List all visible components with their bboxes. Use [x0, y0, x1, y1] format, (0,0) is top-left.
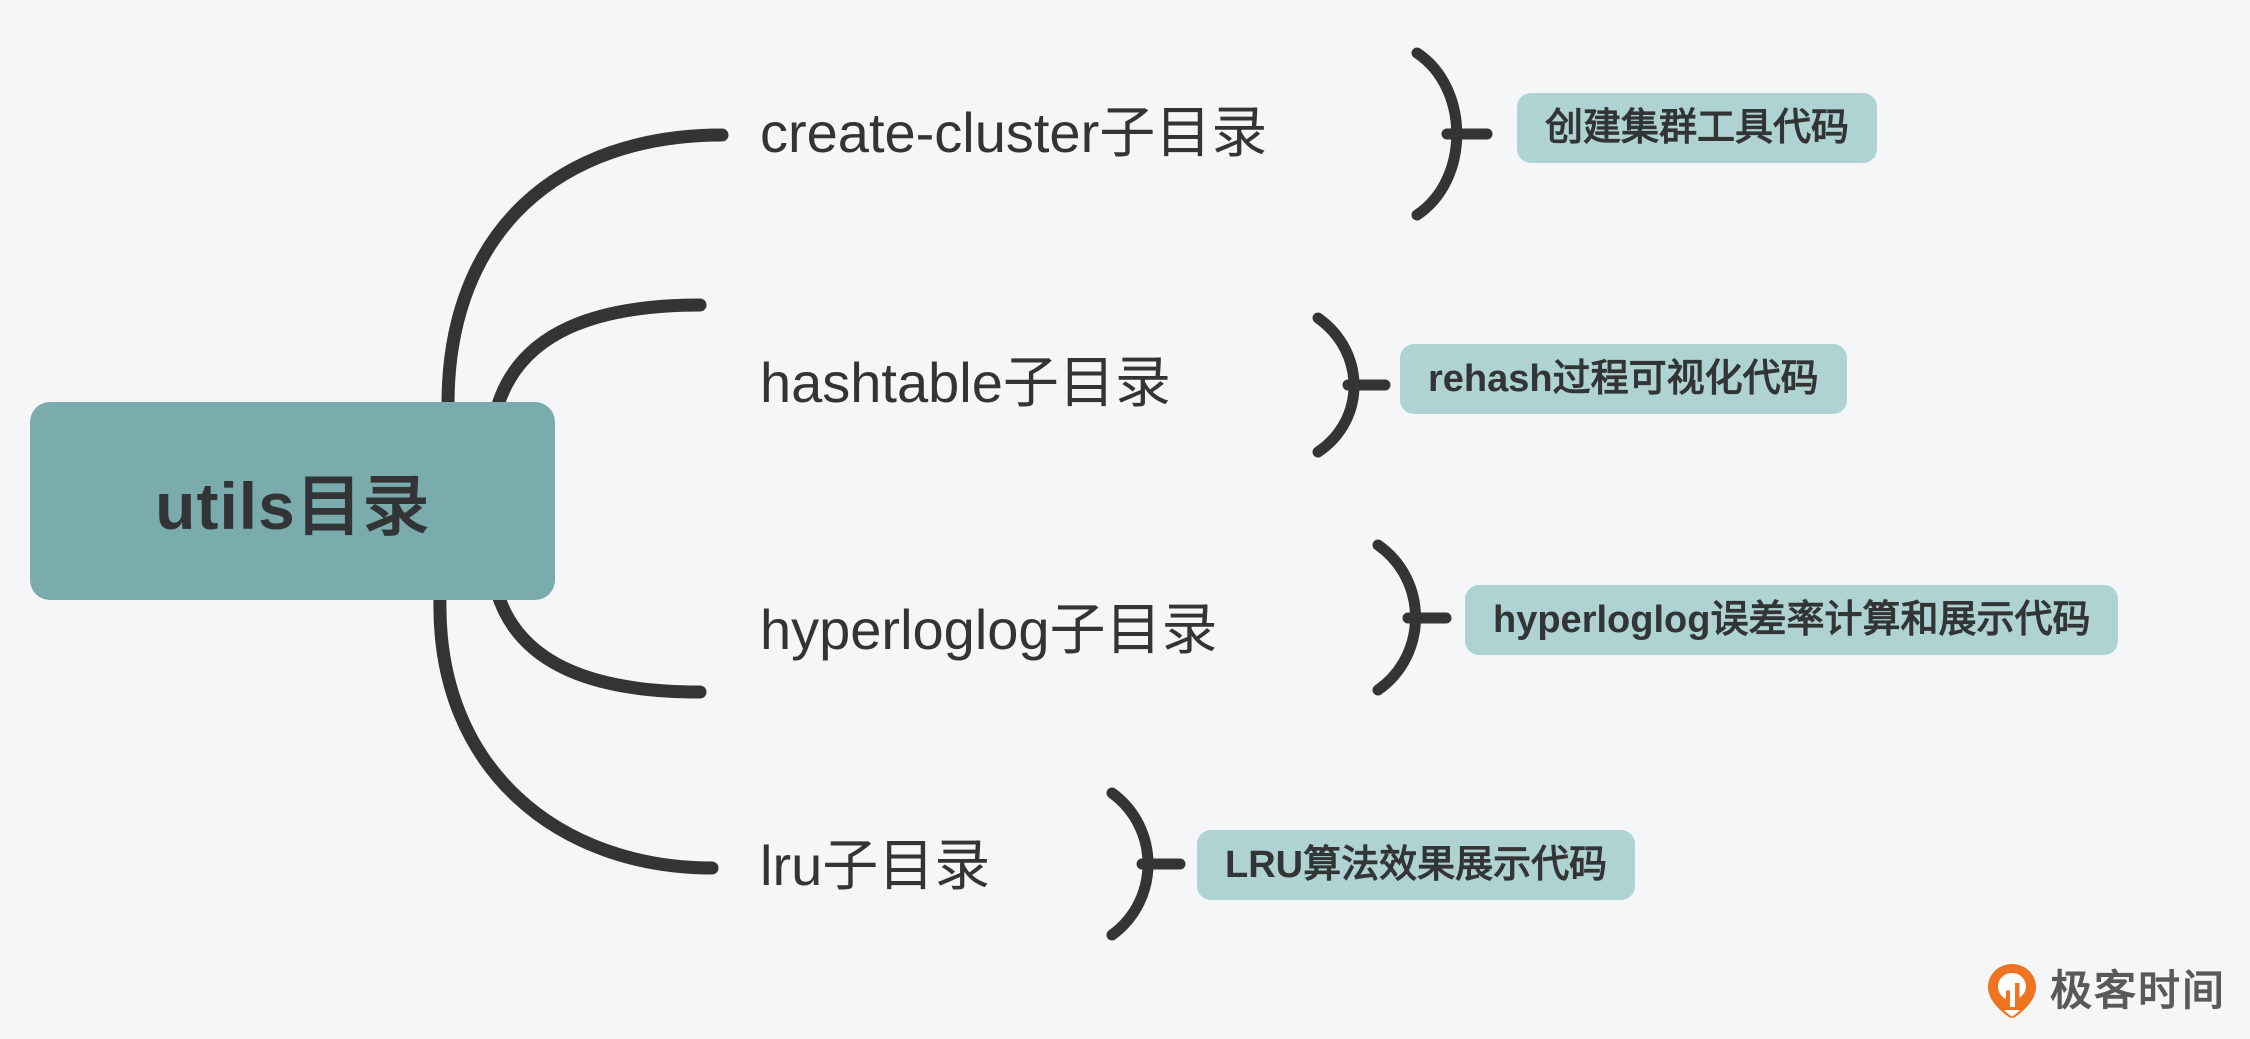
- leaf-badge-lru[interactable]: LRU算法效果展示代码: [1197, 830, 1636, 900]
- leaf-badge-label: hyperloglog误差率计算和展示代码: [1493, 599, 2091, 641]
- leaf-badge-hyperloglog[interactable]: hyperloglog误差率计算和展示代码: [1465, 585, 2119, 655]
- branch-label-lru[interactable]: lru子目录: [760, 834, 991, 897]
- brace-icon-2: [1312, 312, 1360, 458]
- root-node-label: utils目录: [155, 469, 430, 543]
- leaf-badge-label: 创建集群工具代码: [1545, 107, 1850, 149]
- root-node[interactable]: utils目录: [30, 402, 555, 600]
- leaf-badge-label: LRU算法效果展示代码: [1225, 844, 1608, 886]
- edge-root-to-branch-4: [433, 591, 719, 875]
- watermark-label: 极客时间: [2049, 967, 2226, 1014]
- branch-label-hashtable[interactable]: hashtable子目录: [760, 351, 1171, 414]
- edge-root-to-branch-1: [441, 128, 729, 411]
- leaf-badge-create-cluster[interactable]: 创建集群工具代码: [1517, 93, 1878, 163]
- leaf-badge-hashtable[interactable]: rehash过程可视化代码: [1400, 344, 1847, 414]
- edge-root-to-branch-2: [490, 298, 707, 415]
- watermark: 极客时间: [1986, 963, 2226, 1019]
- brace-icon-1: [1411, 47, 1463, 221]
- brace-icon-4: [1106, 787, 1154, 941]
- brace-icon-3: [1372, 539, 1421, 696]
- branch-label-hyperloglog[interactable]: hyperloglog子目录: [760, 598, 1218, 661]
- geekbang-logo-icon: [1987, 964, 2036, 1018]
- edge-root-to-branch-3: [490, 585, 707, 699]
- leaf-badge-label: rehash过程可视化代码: [1428, 358, 1819, 400]
- branch-label-create-cluster[interactable]: create-cluster子目录: [760, 101, 1268, 164]
